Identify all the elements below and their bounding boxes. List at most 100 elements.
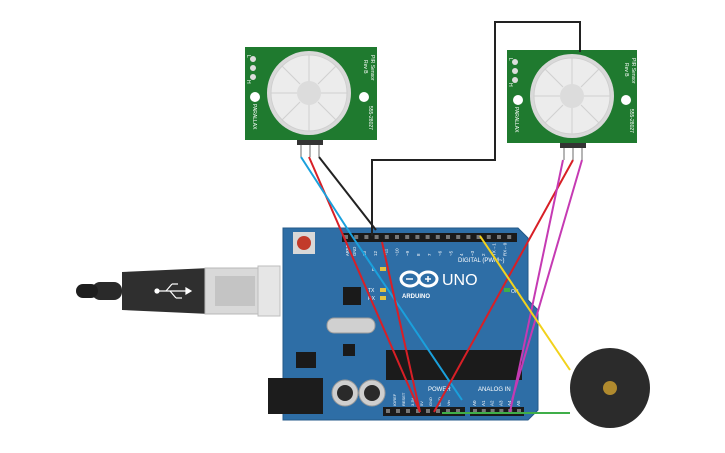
power-pin-socket[interactable]	[436, 409, 440, 413]
power-label: POWER	[428, 387, 451, 393]
analog-pin-socket[interactable]	[481, 409, 486, 413]
power-jack[interactable]	[268, 378, 323, 414]
pir-right-pin-h: H	[507, 83, 513, 87]
power-pin-label: 5V	[419, 401, 424, 406]
digital-pin-label: 7	[427, 253, 432, 256]
analog-pin-label: A2	[490, 400, 495, 406]
analog-pin-socket[interactable]	[517, 409, 521, 413]
digital-pin-socket[interactable]	[486, 235, 491, 239]
wire-red-right-pir[interactable]	[433, 159, 574, 413]
reset-button[interactable]	[293, 232, 315, 254]
digital-pin-socket[interactable]	[344, 235, 348, 239]
digital-pin-socket[interactable]	[384, 235, 389, 239]
digital-pin-label: ~6	[438, 250, 443, 256]
power-pin-socket[interactable]	[386, 409, 390, 413]
arduino-logo-icon	[399, 270, 439, 288]
digital-pin-label: ~10	[394, 248, 399, 256]
digital-pin-socket[interactable]	[435, 235, 440, 239]
digital-pin-label: ~11	[384, 248, 389, 256]
piezo-buzzer[interactable]	[570, 348, 650, 428]
gnd-label-top: GND	[352, 247, 357, 256]
power-pin-label: GND	[428, 397, 433, 406]
digital-pin-label: ~5	[448, 250, 453, 256]
arduino-brand: ARDUINO	[402, 294, 430, 300]
digital-pin-socket[interactable]	[476, 235, 481, 239]
pir-right-part: 555-28027	[628, 109, 634, 133]
power-pin-label: 3.3V	[410, 397, 415, 406]
analog-pin-label: A1	[481, 400, 486, 406]
power-pin-label: IOREF	[392, 393, 397, 406]
power-pin-socket[interactable]	[446, 409, 450, 413]
digital-pin-socket[interactable]	[415, 235, 420, 239]
wire-blue-left-pir[interactable]	[300, 156, 463, 401]
digital-pin-socket[interactable]	[466, 235, 471, 239]
analog-pin-label: A5	[516, 400, 521, 406]
pir-right-pin-l: L	[507, 58, 513, 61]
analog-pin-label: A4	[507, 400, 512, 406]
on-led-label: ON	[511, 289, 519, 295]
analog-pin-socket[interactable]	[499, 409, 504, 413]
pir-left-part: 555-28027	[367, 106, 373, 130]
digital-pin-socket[interactable]	[497, 235, 501, 239]
wire-red-buzzer[interactable]	[381, 241, 421, 413]
pir-sensor-right[interactable]: PARALLAX PIR Sensor Rev B 555-28027 L H	[507, 50, 637, 160]
power-pin-socket[interactable]	[406, 409, 410, 413]
analog-pin-label: A0	[472, 400, 477, 406]
wire-yellow-buzzer[interactable]	[479, 235, 571, 371]
pir-left-pin-l: L	[245, 55, 251, 58]
pir-left-pin-h: H	[245, 80, 251, 84]
pir-left-rev: Rev B	[362, 60, 368, 74]
uno-logo-text: UNO	[442, 272, 478, 289]
power-pin-label: Vin	[446, 400, 451, 406]
pir-right-title: PIR Sensor	[630, 58, 636, 84]
pir-left-brand: PARALLAX	[251, 104, 257, 130]
wire-black-left-pir[interactable]	[318, 156, 377, 231]
usb-symbol-icon	[154, 283, 193, 299]
power-pin-socket[interactable]	[426, 409, 430, 413]
analog-label: ANALOG IN	[478, 387, 511, 393]
wire-magenta-right-pir[interactable]	[509, 159, 564, 413]
usb-cable[interactable]	[76, 265, 281, 317]
digital-pin-socket[interactable]	[405, 235, 410, 239]
pir-left-title: PIR Sensor	[369, 55, 375, 81]
digital-pin-socket[interactable]	[364, 235, 369, 239]
digital-pin-socket[interactable]	[446, 235, 450, 239]
analog-pin-socket[interactable]	[473, 409, 477, 413]
wire-magenta-buzzer[interactable]	[511, 159, 583, 401]
digital-pin-socket[interactable]	[374, 235, 379, 239]
pir-sensor-left[interactable]: PARALLAX PIR Sensor Rev B 555-28027 L H	[245, 47, 377, 157]
digital-pin-label: TX→1	[492, 243, 497, 256]
power-pin-socket[interactable]	[396, 409, 400, 413]
digital-label: DIGITAL (PWM~)	[458, 258, 505, 264]
digital-pin-label: ~9	[405, 250, 410, 256]
digital-pin-row	[344, 235, 512, 239]
digital-pin-socket[interactable]	[507, 235, 512, 239]
wire-black-right-pir[interactable]	[371, 21, 581, 236]
analog-pin-socket[interactable]	[490, 409, 495, 413]
aref-label: AREF	[345, 244, 350, 256]
digital-pin-socket[interactable]	[456, 235, 461, 239]
arduino-uno[interactable]: L TX RX ON UNO ARDUINO DIGITAL (PWM~) AR…	[268, 227, 539, 421]
digital-pin-label: 4	[459, 253, 464, 256]
analog-pin-label: A3	[498, 400, 503, 406]
digital-pin-label: RX←0	[502, 242, 507, 256]
wires	[300, 21, 583, 414]
digital-pin-socket[interactable]	[354, 235, 359, 239]
l-led-label: L	[372, 267, 375, 273]
pir-right-rev: Rev B	[623, 63, 629, 77]
power-header[interactable]	[383, 407, 465, 416]
tx-led-label: TX	[368, 288, 375, 294]
digital-pin-socket[interactable]	[425, 235, 430, 239]
pir-right-brand: PARALLAX	[513, 107, 519, 133]
power-pin-socket[interactable]	[456, 409, 460, 413]
digital-pin-label: ~3	[470, 250, 475, 256]
analog-header[interactable]	[470, 407, 524, 416]
digital-pin-socket[interactable]	[395, 235, 399, 239]
digital-pin-label: 12	[373, 250, 378, 256]
digital-pin-label: 8	[416, 253, 421, 256]
power-pin-socket[interactable]	[416, 409, 420, 413]
digital-pin-label: 2	[481, 253, 486, 256]
